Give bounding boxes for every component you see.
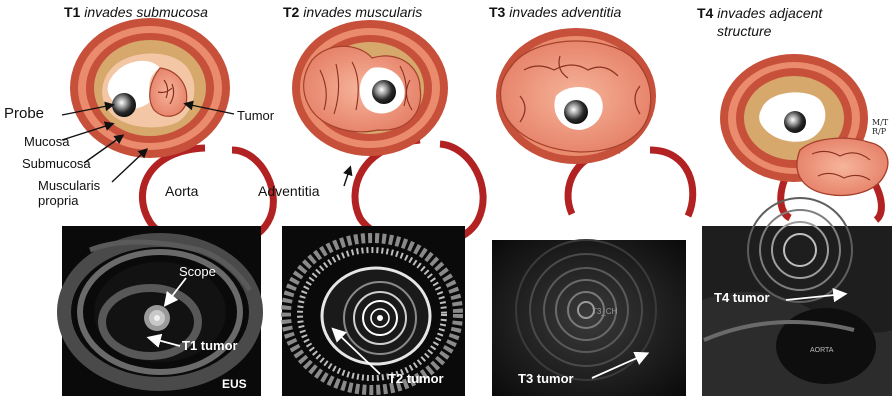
t3-overlay-label: T3_CH [592,307,618,316]
t4-tumor-label: T4 tumor [714,290,770,305]
scope-label: Scope [179,264,216,279]
t1-esophagus-diagram [62,18,273,246]
t4-esophagus-diagram [720,54,888,220]
t1-tumor-label: T1 tumor [182,338,238,353]
t1-eus-image [62,226,261,396]
t3-tumor-label: T3 tumor [518,371,574,386]
t4-side-note: M/TR/P [872,118,888,136]
tumor-label: Tumor [237,108,274,123]
submucosa-label: Submucosa [22,156,91,171]
muscularis-label: Muscularispropria [38,178,100,208]
probe-label: Probe [4,106,44,121]
t4-overlay-label: AORTA [810,347,834,354]
mucosa-label: Mucosa [24,134,70,149]
t3-esophagus-diagram [496,28,693,216]
t2-tumor-label: T2 tumor [388,371,444,386]
adventitia-label: Adventitia [258,184,319,199]
t2-esophagus-diagram [292,20,483,245]
aorta-label: Aorta [165,183,199,199]
eus-tag: EUS [222,377,247,391]
